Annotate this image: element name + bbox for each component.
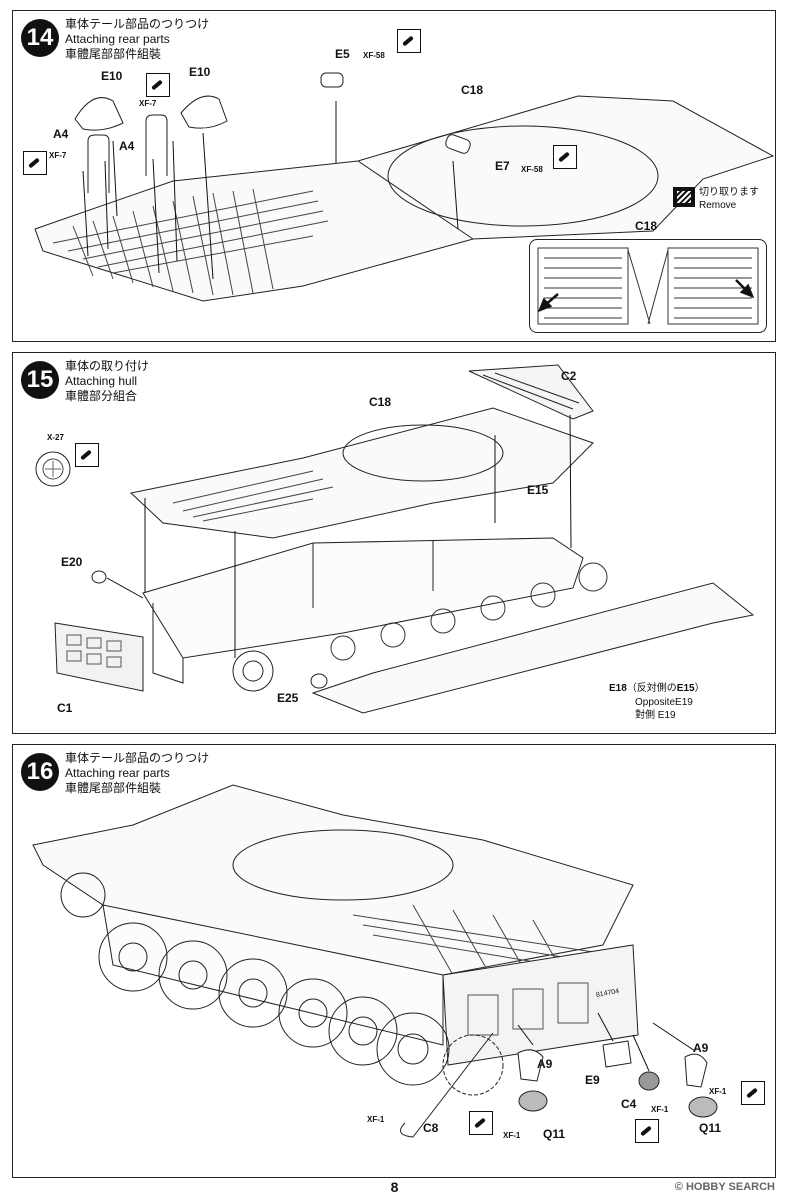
step-15-panel: 15 車体の取り付け Attaching hull 車體部分組合 bbox=[12, 352, 776, 734]
opposite-note-en: OppositeE19 bbox=[635, 697, 693, 708]
label-e9: E9 bbox=[585, 1073, 600, 1087]
remove-note-en: Remove bbox=[699, 200, 737, 211]
page-number: 8 bbox=[390, 1179, 399, 1195]
clear-part-icon bbox=[35, 451, 71, 487]
paint-brush-icon bbox=[741, 1081, 765, 1105]
paint-code: XF-58 bbox=[363, 51, 385, 60]
step-number: 14 bbox=[21, 19, 59, 57]
paint-brush-icon bbox=[397, 29, 421, 53]
paint-code: XF-1 bbox=[709, 1087, 727, 1096]
step-title: 車体の取り付け Attaching hull 車體部分組合 bbox=[65, 359, 149, 404]
step-16-panel: 16 車体テール部品のつりつけ Attaching rear parts 車體尾… bbox=[12, 744, 776, 1178]
step-title: 車体テール部品のつりつけ Attaching rear parts 車體尾部部件… bbox=[65, 17, 209, 62]
watermark: © HOBBY SEARCH bbox=[674, 1181, 775, 1193]
title-en: Attaching hull bbox=[65, 374, 138, 388]
title-en: Attaching rear parts bbox=[65, 32, 170, 46]
step-number: 16 bbox=[21, 753, 59, 791]
paint-code: XF-1 bbox=[367, 1115, 385, 1124]
opposite-note-zh: 對側 E19 bbox=[635, 710, 676, 721]
paint-code: XF-58 bbox=[521, 165, 543, 174]
label-c1: C1 bbox=[57, 701, 73, 715]
label-c18: C18 bbox=[369, 395, 392, 409]
paint-code: XF-1 bbox=[503, 1131, 521, 1140]
label-c18: C18 bbox=[461, 83, 484, 97]
label-e10: E10 bbox=[189, 65, 211, 79]
title-ja: 車体の取り付け bbox=[65, 359, 150, 373]
label-c2: C2 bbox=[561, 369, 577, 383]
title-zh: 車體尾部部件組裝 bbox=[65, 47, 162, 61]
label-e7: E7 bbox=[495, 159, 510, 173]
e18-note: E18（反対側のE15） bbox=[609, 683, 705, 695]
title-zh: 車體部分組合 bbox=[65, 389, 138, 403]
label-c8: C8 bbox=[423, 1121, 439, 1135]
label-a4: A4 bbox=[119, 139, 135, 153]
title-ja: 車体テール部品のつりつけ bbox=[65, 751, 210, 765]
e18-note-open: （反対側の bbox=[626, 683, 677, 694]
e18-note-close: ） bbox=[694, 683, 705, 694]
title-en: Attaching rear parts bbox=[65, 766, 170, 780]
label-e15: E15 bbox=[527, 483, 549, 497]
label-e5: E5 bbox=[335, 47, 350, 61]
paint-brush-icon bbox=[635, 1119, 659, 1143]
label-e18: E18 bbox=[609, 683, 627, 694]
paint-code: XF-7 bbox=[49, 151, 67, 160]
paint-brush-icon bbox=[146, 73, 170, 97]
title-ja: 車体テール部品のつりつけ bbox=[65, 17, 210, 31]
label-a4: A4 bbox=[53, 127, 69, 141]
paint-code: XF-1 bbox=[651, 1105, 669, 1114]
label-a9: A9 bbox=[537, 1057, 553, 1071]
step-number: 15 bbox=[21, 361, 59, 399]
label-a9: A9 bbox=[693, 1041, 709, 1055]
label-e20: E20 bbox=[61, 555, 83, 569]
cut-tool-icon bbox=[673, 187, 695, 207]
hull-rear-drawing bbox=[32, 784, 718, 1138]
step-title: 車体テール部品のつりつけ Attaching rear parts 車體尾部部件… bbox=[65, 751, 209, 796]
label-e25: E25 bbox=[277, 691, 299, 705]
paint-brush-icon bbox=[469, 1111, 493, 1135]
detail-inset bbox=[529, 239, 767, 333]
remove-note-ja: 切り取ります bbox=[699, 187, 759, 198]
step-14-panel: 14 車体テール部品のつりつけ Attaching rear parts 車體尾… bbox=[12, 10, 776, 342]
label-q11: Q11 bbox=[543, 1127, 566, 1141]
grille-detail-drawing bbox=[537, 247, 759, 325]
label-c4: C4 bbox=[621, 1097, 637, 1111]
label-e15-ref: E15 bbox=[676, 683, 695, 694]
title-zh: 車體尾部部件組裝 bbox=[65, 781, 162, 795]
hull-assembly-drawing bbox=[54, 364, 755, 714]
label-q11: Q11 bbox=[699, 1121, 722, 1135]
paint-brush-icon bbox=[553, 145, 577, 169]
paint-code: XF-7 bbox=[139, 99, 157, 108]
paint-brush-icon bbox=[75, 443, 99, 467]
paint-brush-icon bbox=[23, 151, 47, 175]
paint-code: X-27 bbox=[47, 433, 64, 442]
label-e10: E10 bbox=[101, 69, 123, 83]
rear-deck-drawing bbox=[34, 72, 775, 302]
label-c18: C18 bbox=[635, 219, 658, 233]
